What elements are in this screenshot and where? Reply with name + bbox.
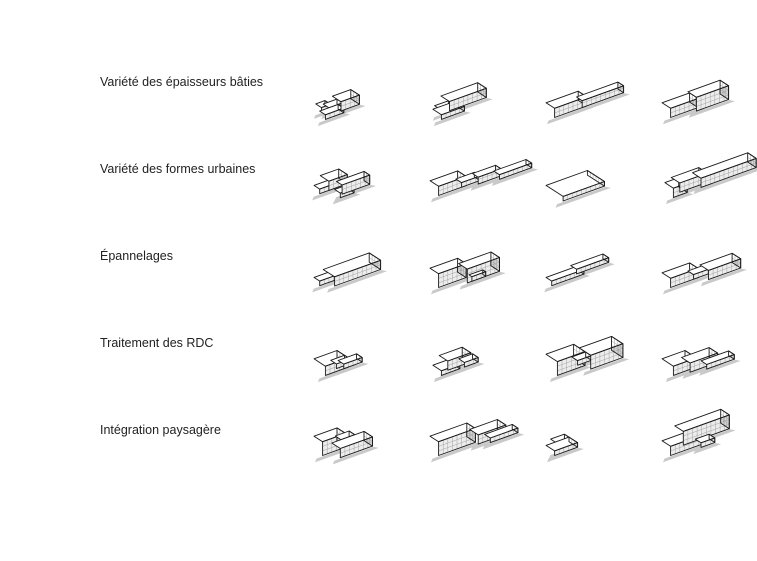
massing-epaisseurs-3 — [545, 81, 630, 125]
massing-formes-urbaines-4 — [664, 152, 757, 205]
row-label-integration-paysagere: Intégration paysagère — [100, 423, 221, 437]
massing-integration-paysagere-2 — [429, 419, 525, 463]
row-label-formes-urbaines: Variété des formes urbaines — [100, 162, 256, 176]
massing-rdc-3 — [545, 335, 630, 383]
massing-rdc-1 — [313, 350, 369, 383]
massing-epaisseurs-4 — [661, 79, 735, 125]
massing-epaisseurs-1 — [313, 89, 366, 127]
massing-epaisseurs-2 — [432, 82, 493, 127]
massing-epannelages-1 — [312, 252, 387, 293]
massing-integration-paysagere-1 — [313, 427, 379, 465]
massing-epannelages-3 — [544, 253, 615, 293]
massing-epannelages-2 — [429, 251, 506, 295]
massing-epannelages-4 — [661, 252, 747, 295]
row-label-rdc: Traitement des RDC — [100, 336, 214, 350]
massing-formes-urbaines-1 — [312, 168, 376, 205]
row-label-epannelages: Épannelages — [100, 249, 173, 263]
massing-formes-urbaines-3 — [545, 170, 611, 208]
massing-integration-paysagere-3 — [545, 433, 584, 463]
massing-rdc-4 — [661, 347, 741, 383]
massing-rdc-2 — [432, 346, 485, 383]
massing-formes-urbaines-2 — [429, 159, 538, 203]
massing-integration-paysagere-4 — [661, 408, 736, 463]
row-label-epaisseurs: Variété des épaisseurs bâties — [100, 75, 264, 89]
